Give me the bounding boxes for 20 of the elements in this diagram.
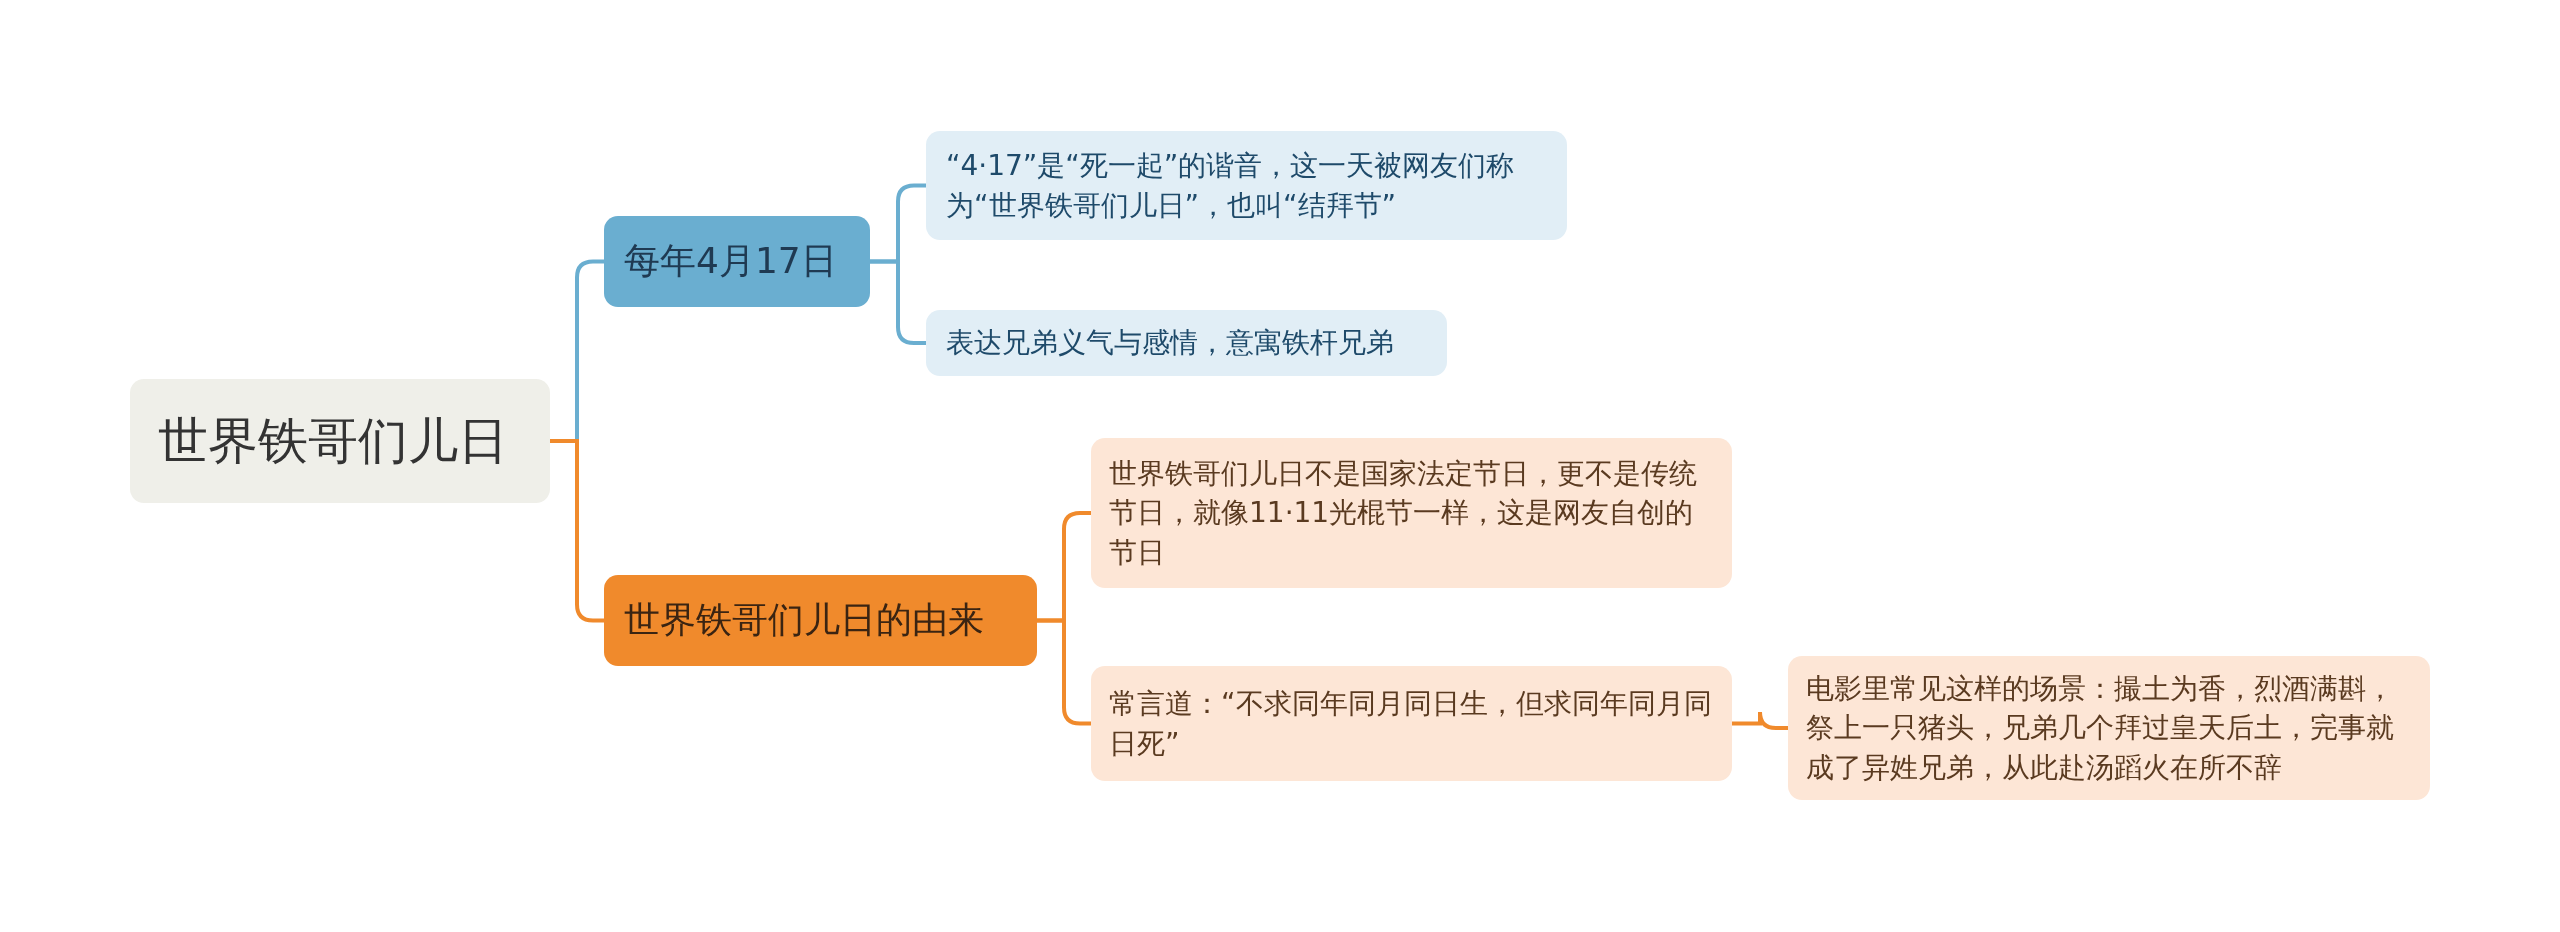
topic-box: [926, 310, 1447, 376]
connector-line: [1037, 618, 1091, 726]
connector-line: [870, 259, 926, 345]
topic-box: [604, 216, 870, 307]
topic-box: [1091, 666, 1732, 781]
topic-text: 常言道：“不求同年同月同日生，但求同年同月同日死”: [1109, 686, 1713, 762]
root-topic-box: [130, 379, 550, 503]
topic-box: [1091, 438, 1732, 588]
connector-line: [550, 439, 604, 623]
connector-line: [1732, 710, 1788, 730]
topic-text: 世界铁哥们儿日的由来: [624, 598, 984, 643]
topic-text: 表达兄弟义气与感情，意寓铁杆兄弟: [946, 325, 1394, 362]
topic-text: 世界铁哥们儿日不是国家法定节日，更不是传统节日，就像11·11光棍节一样，这是网友自创的节日: [1109, 456, 1698, 571]
topic-box: [926, 131, 1567, 240]
topic-box: [604, 575, 1037, 666]
topic-text: 世界铁哥们儿日: [158, 411, 508, 472]
topic-text: “4·17”是“死一起”的谐音，这一天被网友们称为“世界铁哥们儿日”，也叫“结拜节”: [946, 148, 1516, 224]
topic-text: 每年4月17日: [624, 239, 837, 284]
topic-box: [1788, 656, 2430, 800]
topic-text: 电影里常见这样的场景：撮土为香，烈酒满斟，祭上一只猪头，兄弟几个拜过皇天后土，完事就成了异姓兄弟，从此赴汤蹈火在所不辞: [1806, 671, 2395, 786]
